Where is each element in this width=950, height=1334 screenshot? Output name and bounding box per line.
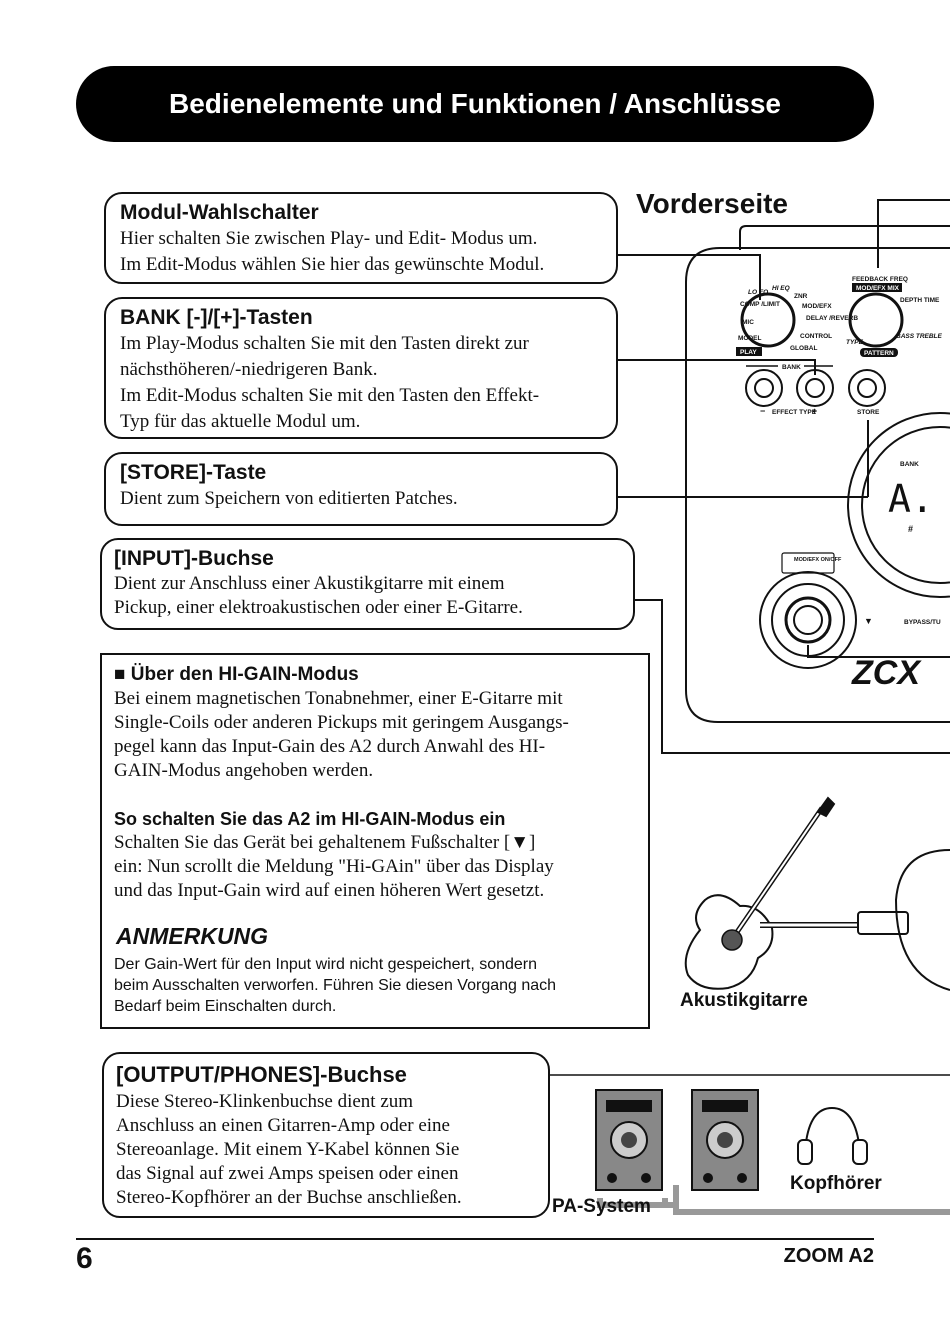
lbl-minus: −	[760, 406, 765, 416]
footer-rule	[76, 1238, 874, 1240]
lbl-global: GLOBAL	[790, 345, 817, 352]
device-logo: ZCX	[851, 654, 922, 692]
note-heading: ■ Über den HI-GAIN-Modus	[114, 664, 359, 685]
speaker-left-icon	[595, 1089, 663, 1191]
lbl-delay: DELAY /REVERB	[806, 315, 858, 322]
lbl-pattern: PATTERN	[864, 350, 894, 357]
lbl-display-bank: BANK	[900, 461, 919, 468]
output-line-2: Anschluss an einen Gitarren-Amp oder ein…	[116, 1115, 450, 1136]
lbl-depth: DEPTH TIME	[900, 297, 940, 304]
lbl-hi-eq: HI EQ	[772, 285, 790, 292]
lbl-bass: BASS TREBLE	[896, 333, 943, 340]
right-leader	[877, 199, 950, 268]
bank-plus-button-outer	[796, 369, 834, 407]
bank-line-4: Typ für das aktuelle Modul um.	[120, 411, 361, 432]
amp-edge	[894, 849, 950, 991]
speaker-right-icon	[691, 1089, 759, 1191]
bank-line-1: Im Play-Modus schalten Sie mit den Taste…	[120, 333, 529, 354]
note-body-4: GAIN-Modus angehoben werden.	[114, 760, 374, 781]
lbl-bypass: BYPASS/TU	[904, 619, 941, 626]
note-step-1: Schalten Sie das Gerät bei gehaltenem Fu…	[114, 832, 536, 853]
display-sharp: #	[908, 524, 913, 534]
store-heading: [STORE]-Taste	[120, 461, 267, 484]
lbl-bank: BANK	[782, 364, 801, 371]
input-callout: [INPUT]-Buchse Dient zur Anschluss einer…	[100, 538, 635, 630]
footswitch-arrow-icon: ▼	[864, 616, 873, 626]
device-top-edge	[739, 225, 950, 250]
hi-gain-note: ■ Über den HI-GAIN-Modus Bei einem magne…	[100, 653, 650, 1029]
lbl-mix: MOD/EFX MIX	[856, 285, 900, 292]
lbl-znr: ZNR	[794, 293, 808, 300]
model-name: ZOOM A2	[783, 1245, 874, 1267]
store-line-1: Dient zum Speichern von editierten Patch…	[120, 488, 458, 509]
input-line-1: Dient zur Anschluss einer Akustikgitarre…	[114, 573, 505, 594]
lbl-store: STORE	[857, 409, 880, 416]
title-bar: Bedienelemente und Funktionen / Anschlüs…	[76, 66, 874, 142]
remark-line-3: Bedarf beim Einschalten durch.	[114, 998, 337, 1015]
lbl-lo-eq: LO EQ	[748, 289, 768, 296]
bank-line-3: Im Edit-Modus schalten Sie mit den Taste…	[120, 385, 540, 406]
output-callout: [OUTPUT/PHONES]-Buchse Diese Stereo-Klin…	[102, 1052, 550, 1218]
modul-line-2: Im Edit-Modus wählen Sie hier das gewüns…	[120, 254, 545, 275]
input-line-2: Pickup, einer elektroakustischen oder ei…	[114, 597, 523, 618]
note-subheading: So schalten Sie das A2 im HI-GAIN-Modus …	[114, 809, 506, 829]
note-step-3: und das Input-Gain wird auf einen höhere…	[114, 880, 545, 901]
note-body-1: Bei einem magnetischen Tonabnehmer, eine…	[114, 688, 563, 709]
modul-heading: Modul-Wahlschalter	[120, 201, 319, 224]
modul-leader	[618, 254, 761, 300]
note-body-3: pegel kann das Input-Gain des A2 durch A…	[114, 736, 546, 757]
remark-line-1: Der Gain-Wert für den Input wird nicht g…	[114, 956, 538, 973]
lbl-control: CONTROL	[800, 333, 832, 340]
store-callout: [STORE]-Taste Dient zum Speichern von ed…	[104, 452, 618, 526]
lbl-mic: MIC	[742, 319, 754, 326]
modul-line-1: Hier schalten Sie zwischen Play- und Edi…	[120, 228, 538, 249]
bank-callout: BANK [-]/[+]-Tasten Im Play-Modus schalt…	[104, 297, 618, 439]
output-line-5: Stereo-Kopfhörer an der Buchse anschließ…	[116, 1187, 462, 1208]
lbl-effect-type: EFFECT TYPE	[772, 409, 817, 416]
lbl-feedback: FEEDBACK FREQ	[852, 276, 908, 283]
input-heading: [INPUT]-Buchse	[114, 547, 274, 570]
headphones-label: Kopfhörer	[790, 1173, 882, 1194]
display-ring	[847, 412, 950, 598]
pa-label: PA-System	[552, 1196, 651, 1217]
lbl-play: PLAY	[740, 349, 757, 356]
output-line-4: das Signal auf zwei Amps speisen oder ei…	[116, 1163, 459, 1184]
headphones-icon	[797, 1106, 868, 1165]
guitar-label: Akustikgitarre	[680, 990, 808, 1011]
note-step-2: ein: Nun scrollt die Meldung "Hi-GAin" ü…	[114, 856, 554, 877]
modul-callout: Modul-Wahlschalter Hier schalten Sie zwi…	[104, 192, 618, 284]
bank-heading: BANK [-]/[+]-Tasten	[120, 306, 313, 329]
lbl-type: TYPE	[846, 339, 864, 346]
remark-line-2: beim Ausschalten verworfen. Führen Sie d…	[114, 977, 557, 994]
output-heading: [OUTPUT/PHONES]-Buchse	[116, 1062, 407, 1087]
output-line-1: Diese Stereo-Klinkenbuchse dient zum	[116, 1091, 414, 1112]
guitar-icon	[684, 796, 836, 990]
display-char: A.	[888, 477, 934, 521]
lbl-plus: +	[812, 406, 817, 416]
lbl-modefx: MOD/EFX	[802, 303, 832, 310]
output-line-3: Stereoanlage. Mit einem Y-Kabel können S…	[116, 1139, 460, 1160]
bank-line-2: nächsthöheren/-niedrigeren Bank.	[120, 359, 378, 380]
lbl-comp: COMP /LIMIT	[740, 301, 780, 308]
page-number: 6	[76, 1242, 93, 1275]
store-button-outer	[848, 369, 886, 407]
front-label: Vorderseite	[636, 188, 788, 219]
right-knob	[848, 292, 904, 348]
note-body-2: Single-Coils oder anderen Pickups mit ge…	[114, 712, 569, 733]
page-title: Bedienelemente und Funktionen / Anschlüs…	[169, 88, 781, 119]
bank-minus-button-outer	[745, 369, 783, 407]
device-body	[685, 247, 950, 723]
input-leader	[635, 599, 950, 754]
lbl-footswitch: MOD/EFX ON/OFF	[794, 557, 842, 563]
remark-title: ANMERKUNG	[116, 923, 269, 949]
footswitch	[759, 571, 857, 669]
module-knob	[740, 292, 796, 348]
lbl-model: MODEL	[738, 335, 762, 342]
